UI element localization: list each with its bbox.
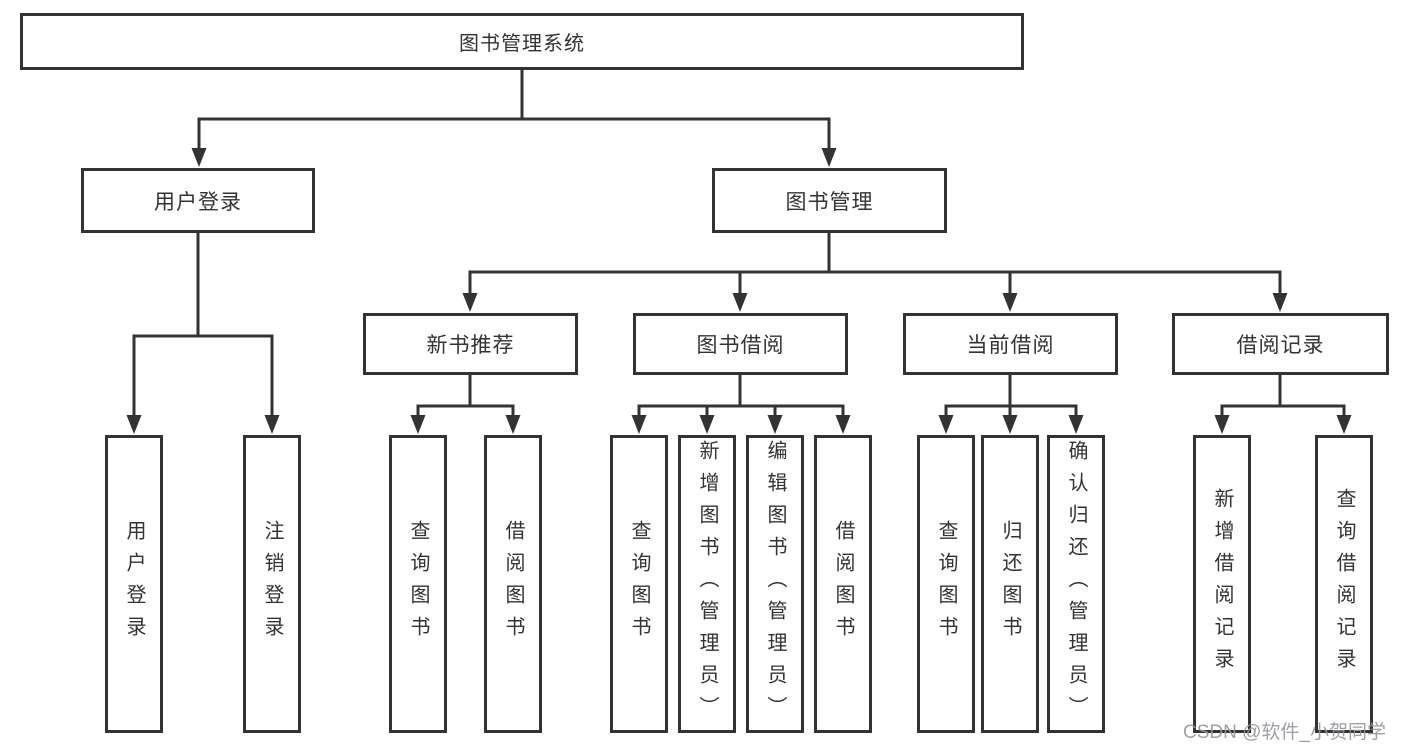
node-current-borrowing: 当前借阅 [903,313,1118,375]
leaf-query-books-borrowing: 查询图书 [610,435,668,733]
csdn-watermark: CSDN @软件_小贺同学 [1183,722,1386,743]
leaf-add-borrow-record: 新增借阅记录 [1193,435,1251,733]
leaf-confirm-return-admin: 确认归还（管理员） [1047,435,1105,733]
leaf-logout: 注销登录 [243,435,301,733]
node-user-login: 用户登录 [81,168,315,233]
leaf-query-books-current: 查询图书 [917,435,975,733]
node-borrowing-records: 借阅记录 [1172,313,1389,375]
leaf-borrow-books: 借阅图书 [814,435,872,733]
node-root-system: 图书管理系统 [20,13,1024,70]
leaf-return-books: 归还图书 [981,435,1039,733]
node-book-borrowing: 图书借阅 [633,313,848,375]
leaf-edit-books-admin: 编辑图书（管理员） [746,435,804,733]
leaf-borrow-books-recommend: 借阅图书 [484,435,542,733]
node-book-management: 图书管理 [712,168,947,233]
leaf-user-login: 用户登录 [105,435,163,733]
leaf-query-books-recommend: 查询图书 [389,435,447,733]
leaf-query-borrow-record: 查询借阅记录 [1315,435,1373,733]
node-new-book-recommend: 新书推荐 [363,313,578,375]
leaf-add-books-admin: 新增图书（管理员） [678,435,736,733]
